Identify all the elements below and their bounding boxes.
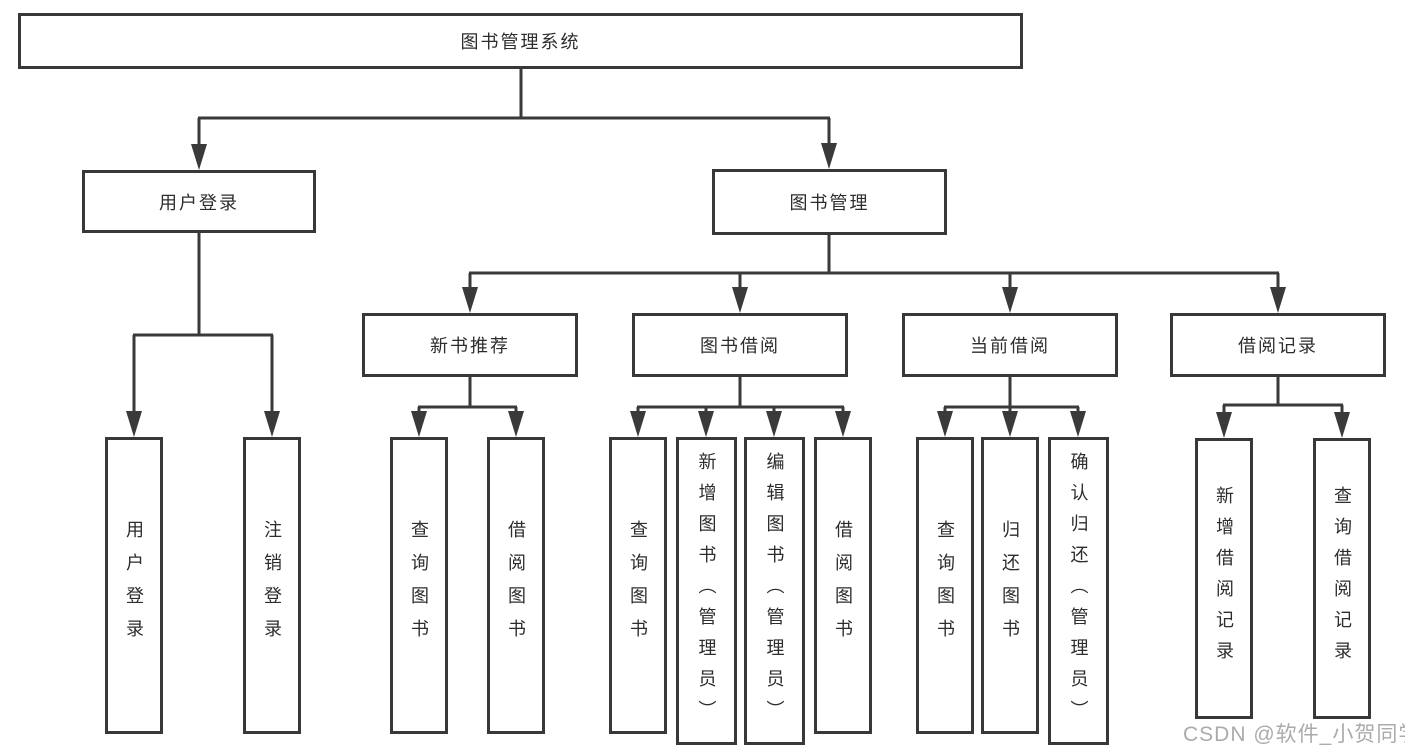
leaf-logout-label: 注销登录 <box>262 519 282 652</box>
leaf-add-books-admin-label: 新增图书（管理员） <box>696 451 717 731</box>
leaf-current-query-books: 查询图书 <box>916 437 974 734</box>
connector-bookborrow-to-leaves <box>636 377 845 417</box>
node-borrow-records: 借阅记录 <box>1170 313 1386 377</box>
node-library-system: 图书管理系统 <box>18 13 1023 69</box>
arrowhead <box>732 287 748 313</box>
arrowhead <box>1216 412 1232 438</box>
leaf-add-borrow-record-label: 新增借阅记录 <box>1214 485 1234 672</box>
arrowhead <box>937 411 953 437</box>
arrowhead <box>411 411 427 437</box>
leaf-borrow-query-books: 查询图书 <box>609 437 667 734</box>
leaf-recommend-borrow-books-label: 借阅图书 <box>506 519 526 652</box>
arrowhead <box>835 411 851 437</box>
node-new-book-recommend: 新书推荐 <box>362 313 578 377</box>
leaf-current-query-books-label: 查询图书 <box>935 519 955 652</box>
connector-userlogin-to-leaves <box>132 233 274 417</box>
node-user-login-group-label: 用户登录 <box>159 192 239 213</box>
node-book-borrow: 图书借阅 <box>632 313 848 377</box>
arrowhead <box>462 287 478 313</box>
arrowhead <box>1002 287 1018 313</box>
leaf-query-borrow-record-label: 查询借阅记录 <box>1332 485 1352 672</box>
leaf-edit-books-admin: 编辑图书（管理员） <box>744 437 805 745</box>
connector-root-to-level2 <box>197 68 831 150</box>
connector-newbook-to-leaves <box>417 377 518 417</box>
leaf-user-login: 用户登录 <box>105 437 163 734</box>
leaf-recommend-query-books: 查询图书 <box>390 437 448 734</box>
arrowhead <box>630 411 646 437</box>
arrowhead <box>508 411 524 437</box>
arrowhead <box>191 144 207 170</box>
leaf-confirm-return-admin-label: 确认归还（管理员） <box>1068 451 1089 731</box>
node-current-borrow: 当前借阅 <box>902 313 1118 377</box>
watermark-text: CSDN @软件_小贺同学 <box>1183 723 1405 746</box>
arrowhead <box>264 411 280 437</box>
leaf-edit-books-admin-label: 编辑图书（管理员） <box>764 451 785 731</box>
arrowhead <box>1002 411 1018 437</box>
leaf-user-login-label: 用户登录 <box>124 519 144 652</box>
arrowhead <box>1334 412 1350 438</box>
node-borrow-records-label: 借阅记录 <box>1238 336 1318 356</box>
leaf-borrow-borrow-books: 借阅图书 <box>814 437 872 734</box>
leaf-add-books-admin: 新增图书（管理员） <box>676 437 737 745</box>
leaf-confirm-return-admin: 确认归还（管理员） <box>1048 437 1109 745</box>
arrowhead <box>126 411 142 437</box>
node-current-borrow-label: 当前借阅 <box>970 336 1050 356</box>
node-book-borrow-label: 图书借阅 <box>700 336 780 356</box>
node-book-management: 图书管理 <box>712 169 947 235</box>
leaf-recommend-borrow-books: 借阅图书 <box>487 437 545 734</box>
arrowhead <box>766 411 782 437</box>
leaf-logout: 注销登录 <box>243 437 301 734</box>
node-book-management-label: 图书管理 <box>789 193 870 213</box>
leaf-add-borrow-record: 新增借阅记录 <box>1195 438 1253 719</box>
leaf-borrow-borrow-books-label: 借阅图书 <box>833 519 853 652</box>
node-user-login-group: 用户登录 <box>82 170 316 233</box>
arrowhead <box>698 411 714 437</box>
connector-records-to-leaves <box>1222 377 1344 418</box>
arrowhead <box>1270 287 1286 313</box>
leaf-borrow-query-books-label: 查询图书 <box>628 519 648 652</box>
arrowhead <box>821 143 837 169</box>
connector-bookmgmt-to-level3 <box>468 235 1280 293</box>
arrowhead <box>1070 411 1086 437</box>
node-new-book-recommend-label: 新书推荐 <box>430 336 510 356</box>
leaf-return-books-label: 归还图书 <box>1000 519 1020 652</box>
leaf-query-borrow-record: 查询借阅记录 <box>1313 438 1371 719</box>
node-library-system-label: 图书管理系统 <box>460 32 581 52</box>
leaf-return-books: 归还图书 <box>981 437 1039 734</box>
leaf-recommend-query-books-label: 查询图书 <box>409 519 429 652</box>
